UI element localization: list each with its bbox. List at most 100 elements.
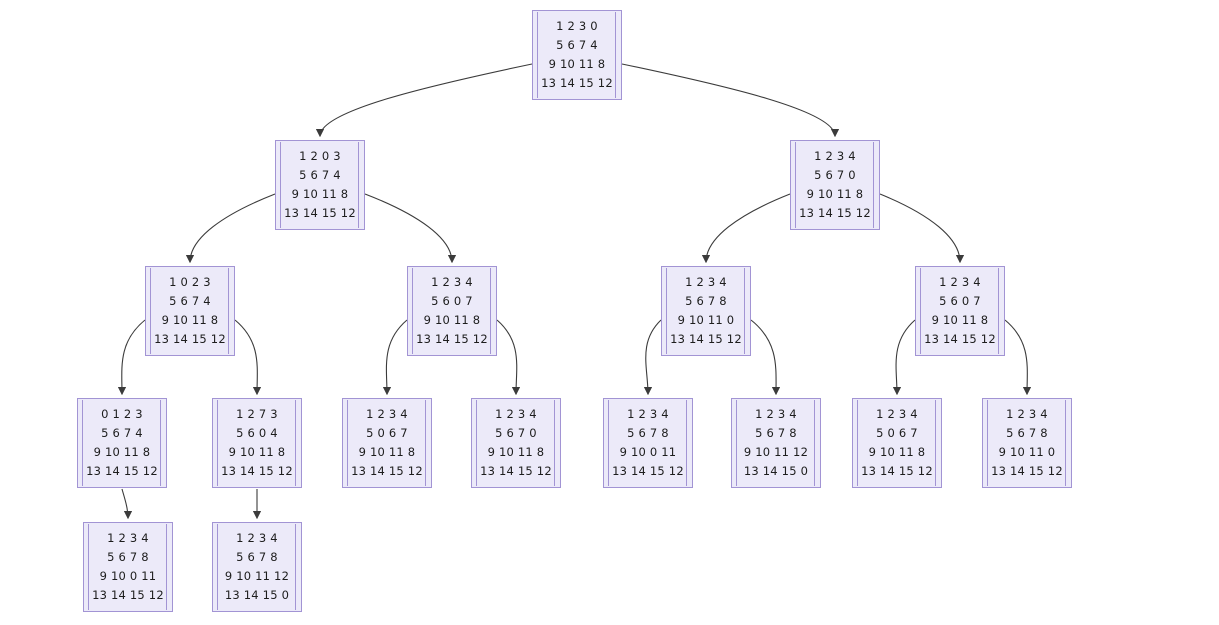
puzzle-row: 5 6 7 8: [1006, 426, 1048, 440]
puzzle-row: 1 2 3 4: [495, 407, 537, 421]
tree-node-n6: 1 2 3 4 5 6 0 7 9 10 11 8 13 14 15 12: [915, 266, 1005, 356]
tree-node-n14: 1 2 3 4 5 6 7 8 9 10 11 0 13 14 15 12: [982, 398, 1072, 488]
tree-node-n1: 1 2 0 3 5 6 7 4 9 10 11 8 13 14 15 12: [275, 140, 365, 230]
edge-n2-n5: [701, 193, 791, 264]
edge-n0-n1: [315, 63, 533, 138]
puzzle-row: 1 2 3 4: [627, 407, 669, 421]
puzzle-row: 5 0 6 7: [876, 426, 918, 440]
edge-n2-n6: [879, 193, 965, 264]
tree-node-n9: 1 2 3 4 5 0 6 7 9 10 11 8 13 14 15 12: [342, 398, 432, 488]
puzzle-row: 1 2 3 4: [366, 407, 408, 421]
tree-node-n0: 1 2 3 0 5 6 7 4 9 10 11 8 13 14 15 12: [532, 10, 622, 100]
puzzle-row: 5 6 7 4: [169, 294, 211, 308]
puzzle-row: 13 14 15 12: [799, 206, 871, 220]
edge-n6-n14: [1004, 319, 1032, 396]
edge-n3-n7: [117, 319, 146, 396]
puzzle-row: 9 10 11 0: [677, 313, 735, 327]
tree-node-n11: 1 2 3 4 5 6 7 8 9 10 0 11 13 14 15 12: [603, 398, 693, 488]
puzzle-row: 5 6 7 4: [101, 426, 143, 440]
puzzle-row: 9 10 11 8: [423, 313, 481, 327]
puzzle-row: 13 14 15 12: [991, 464, 1063, 478]
puzzle-row: 9 10 11 12: [224, 569, 290, 583]
puzzle-row: 13 14 15 12: [416, 332, 488, 346]
puzzle-row: 13 14 15 12: [480, 464, 552, 478]
puzzle-row: 1 2 3 4: [814, 149, 856, 163]
puzzle-row: 1 2 3 4: [876, 407, 918, 421]
tree-node-n13: 1 2 3 4 5 0 6 7 9 10 11 8 13 14 15 12: [852, 398, 942, 488]
puzzle-row: 5 0 6 7: [366, 426, 408, 440]
puzzle-row: 9 10 11 8: [93, 445, 151, 459]
puzzle-row: 13 14 15 12: [924, 332, 996, 346]
edge-n5-n11: [643, 319, 662, 396]
puzzle-row: 9 10 11 8: [358, 445, 416, 459]
puzzle-row: 1 2 3 0: [556, 19, 598, 33]
puzzle-row: 9 10 11 8: [868, 445, 926, 459]
puzzle-row: 9 10 11 8: [806, 187, 864, 201]
puzzle-row: 5 6 7 4: [556, 38, 598, 52]
puzzle-row: 13 14 15 12: [612, 464, 684, 478]
tree-node-n5: 1 2 3 4 5 6 7 8 9 10 11 0 13 14 15 12: [661, 266, 751, 356]
edge-n1-n3: [185, 193, 276, 264]
puzzle-row: 13 14 15 12: [541, 76, 613, 90]
puzzle-row: 9 10 11 8: [228, 445, 286, 459]
tree-node-n10: 1 2 3 4 5 6 7 0 9 10 11 8 13 14 15 12: [471, 398, 561, 488]
puzzle-row: 13 14 15 0: [743, 464, 809, 478]
edge-n6-n13: [892, 319, 916, 396]
puzzle-row: 1 0 2 3: [169, 275, 211, 289]
puzzle-row: 5 6 7 8: [685, 294, 727, 308]
puzzle-row: 13 14 15 0: [224, 588, 290, 602]
puzzle-row: 5 6 0 4: [236, 426, 278, 440]
edge-n4-n10: [496, 319, 521, 396]
puzzle-row: 13 14 15 12: [86, 464, 158, 478]
puzzle-row: 13 14 15 12: [861, 464, 933, 478]
tree-node-n3: 1 0 2 3 5 6 7 4 9 10 11 8 13 14 15 12: [145, 266, 235, 356]
puzzle-row: 13 14 15 12: [154, 332, 226, 346]
puzzle-row: 13 14 15 12: [92, 588, 164, 602]
puzzle-row: 5 6 0 7: [431, 294, 473, 308]
tree-node-n8: 1 2 7 3 5 6 0 4 9 10 11 8 13 14 15 12: [212, 398, 302, 488]
edge-n1-n4: [364, 193, 457, 264]
puzzle-row: 5 6 7 0: [495, 426, 537, 440]
tree-node-n16: 1 2 3 4 5 6 7 8 9 10 11 12 13 14 15 0: [212, 522, 302, 612]
puzzle-row: 1 2 3 4: [431, 275, 473, 289]
edge-n0-n2: [621, 63, 840, 138]
edge-n5-n12: [750, 319, 781, 396]
puzzle-row: 1 2 3 4: [755, 407, 797, 421]
puzzle-row: 9 10 11 8: [487, 445, 545, 459]
puzzle-row: 9 10 11 8: [291, 187, 349, 201]
puzzle-row: 5 6 7 8: [755, 426, 797, 440]
puzzle-row: 1 2 3 4: [939, 275, 981, 289]
edge-n4-n9: [382, 319, 408, 396]
puzzle-row: 9 10 11 8: [931, 313, 989, 327]
puzzle-row: 1 2 0 3: [299, 149, 341, 163]
puzzle-row: 13 14 15 12: [670, 332, 742, 346]
puzzle-row: 5 6 7 4: [299, 168, 341, 182]
edge-n7-n15: [121, 488, 133, 520]
puzzle-row: 13 14 15 12: [351, 464, 423, 478]
puzzle-row: 5 6 7 8: [107, 550, 149, 564]
puzzle-row: 5 6 7 8: [236, 550, 278, 564]
puzzle-row: 13 14 15 12: [284, 206, 356, 220]
puzzle-row: 1 2 7 3: [236, 407, 278, 421]
puzzle-row: 13 14 15 12: [221, 464, 293, 478]
puzzle-row: 9 10 11 0: [998, 445, 1056, 459]
puzzle-row: 1 2 3 4: [685, 275, 727, 289]
edge-n3-n8: [234, 319, 262, 396]
puzzle-row: 5 6 7 8: [627, 426, 669, 440]
puzzle-row: 1 2 3 4: [236, 531, 278, 545]
tree-node-n4: 1 2 3 4 5 6 0 7 9 10 11 8 13 14 15 12: [407, 266, 497, 356]
puzzle-row: 9 10 0 11: [99, 569, 157, 583]
puzzle-row: 0 1 2 3: [101, 407, 143, 421]
puzzle-row: 5 6 7 0: [814, 168, 856, 182]
puzzle-row: 9 10 11 12: [743, 445, 809, 459]
puzzle-row: 5 6 0 7: [939, 294, 981, 308]
tree-node-n15: 1 2 3 4 5 6 7 8 9 10 0 11 13 14 15 12: [83, 522, 173, 612]
tree-node-n7: 0 1 2 3 5 6 7 4 9 10 11 8 13 14 15 12: [77, 398, 167, 488]
tree-node-n2: 1 2 3 4 5 6 7 0 9 10 11 8 13 14 15 12: [790, 140, 880, 230]
puzzle-row: 1 2 3 4: [1006, 407, 1048, 421]
puzzle-row: 1 2 3 4: [107, 531, 149, 545]
puzzle-row: 9 10 11 8: [161, 313, 219, 327]
puzzle-row: 9 10 0 11: [619, 445, 677, 459]
puzzle-row: 9 10 11 8: [548, 57, 606, 71]
